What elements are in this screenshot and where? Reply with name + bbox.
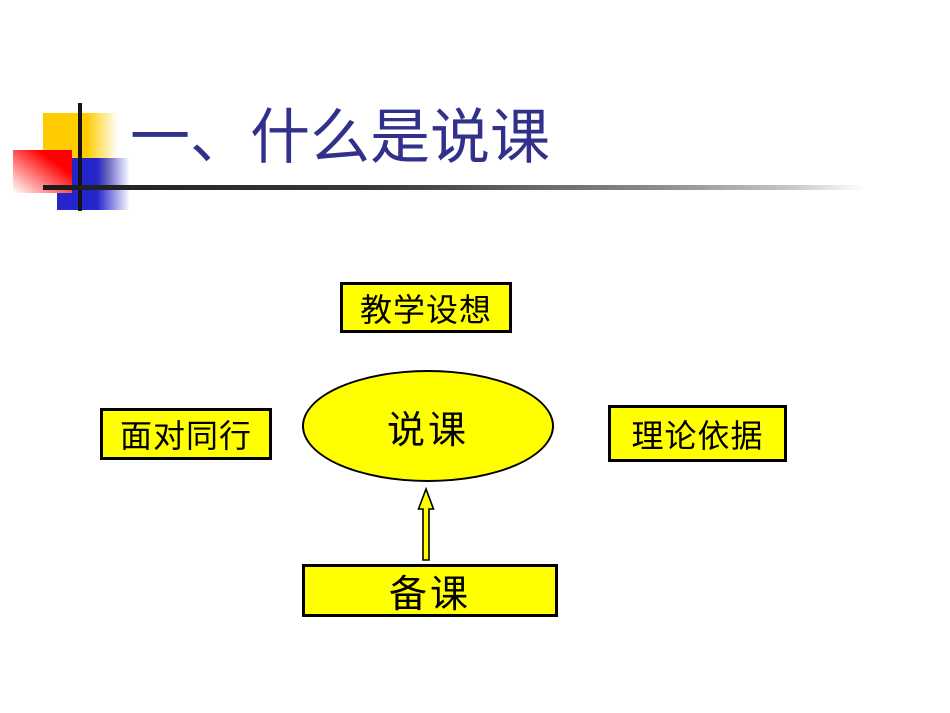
arrow-up-icon bbox=[417, 487, 435, 561]
diagram-node-facing-peers: 面对同行 bbox=[100, 408, 272, 460]
diagram-node-label: 备课 bbox=[388, 574, 471, 616]
diagram-node-label: 说课 bbox=[386, 409, 469, 452]
diagram-node-label: 教学设想 bbox=[359, 291, 492, 328]
slide-title: 一、什么是说课 bbox=[130, 105, 550, 171]
diagram-node-theoretical-basis: 理论依据 bbox=[608, 405, 787, 462]
diagram-node-lesson-prep: 备课 bbox=[302, 564, 558, 617]
diagram-node-label: 面对同行 bbox=[119, 418, 252, 454]
diagram-node-shuoke-ellipse: 说课 bbox=[302, 370, 554, 482]
title-underline-rule bbox=[43, 185, 890, 190]
decoration-vertical-line bbox=[78, 103, 82, 211]
diagram-node-teaching-idea: 教学设想 bbox=[340, 282, 512, 333]
diagram-node-label: 理论依据 bbox=[631, 417, 764, 454]
